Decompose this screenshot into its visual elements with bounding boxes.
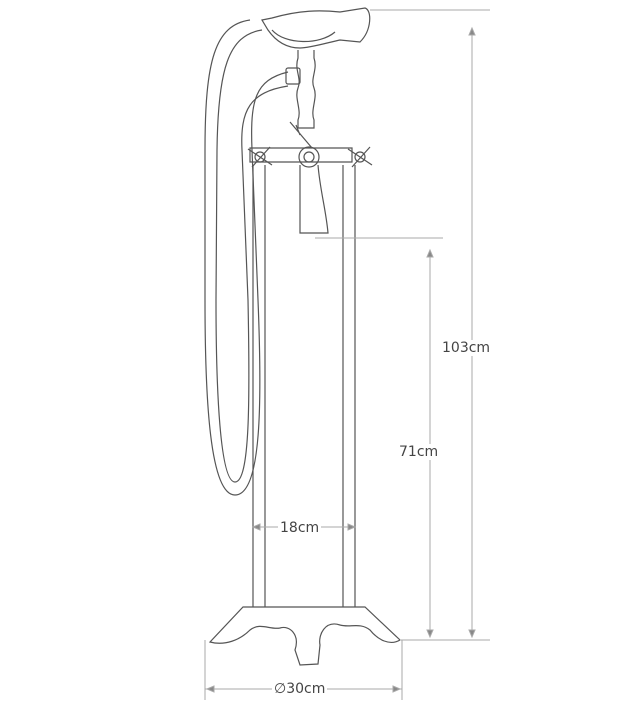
tap-outline [204,7,401,666]
base-diameter-label: ∅30cm [272,681,328,697]
pipe-spacing-label: 18cm [278,520,322,536]
dimension-lines [204,9,490,700]
total-height-label: 103cm [440,340,493,356]
spout-height-label: 71cm [397,444,441,460]
